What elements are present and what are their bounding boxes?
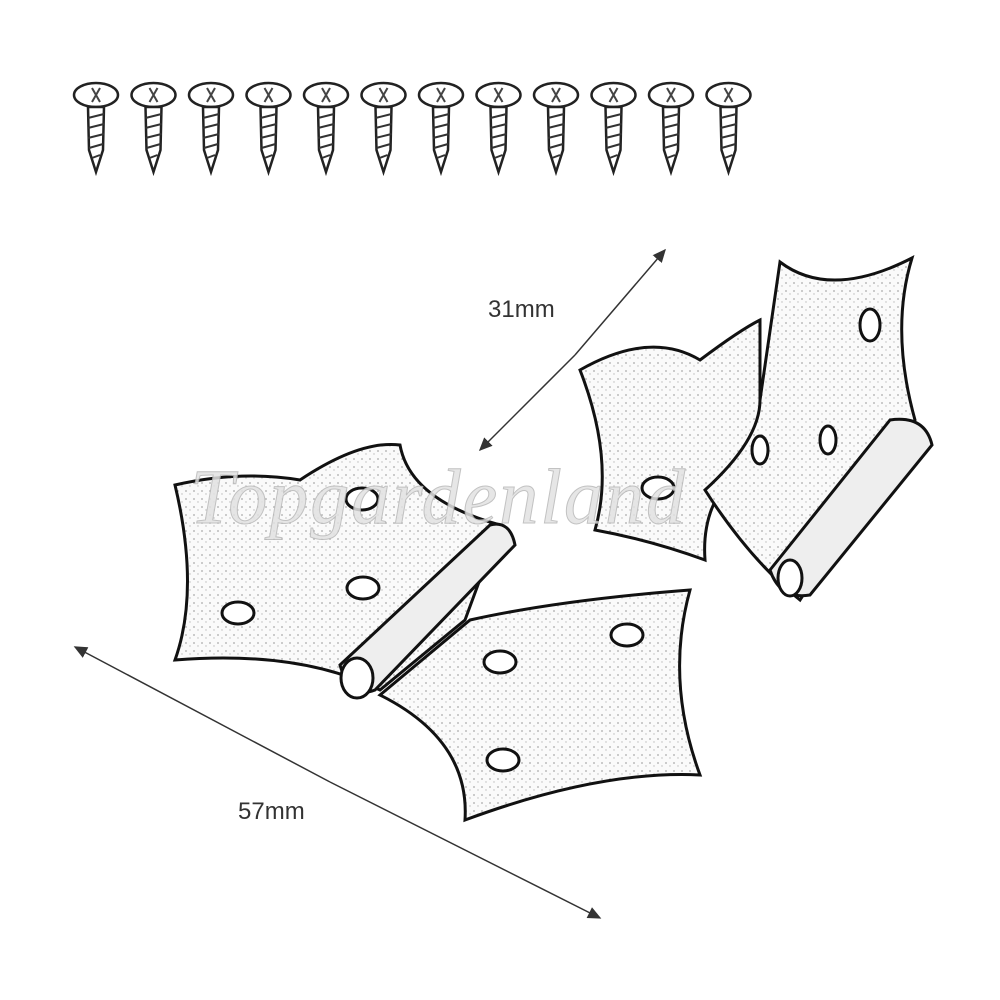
screw (360, 81, 407, 174)
length-label: 57mm (238, 798, 305, 825)
screw (647, 81, 695, 174)
open-hinge (172, 442, 703, 823)
closed-hinge (578, 255, 934, 603)
length-arrow (73, 646, 331, 783)
width-arrow (478, 354, 576, 452)
width-label: 31mm (488, 296, 555, 323)
screw-row (72, 81, 752, 174)
screw (130, 81, 177, 174)
screw (590, 81, 637, 174)
screw (187, 81, 235, 174)
watermark: Topgardenland (190, 453, 687, 541)
screw (532, 81, 580, 174)
screw (705, 81, 752, 174)
screw (245, 81, 292, 174)
screw (302, 81, 350, 174)
screw (417, 81, 465, 174)
screw (475, 81, 522, 174)
screw (72, 81, 120, 174)
